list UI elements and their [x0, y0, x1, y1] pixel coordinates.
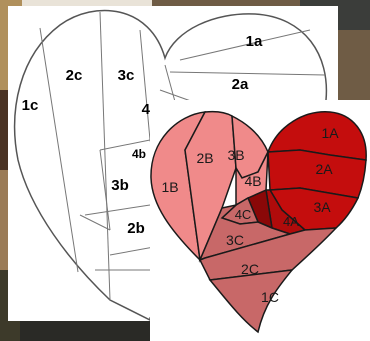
pattern-sheet-right: 1A 2A 3A 4A 1B 2B 3B 4B 4C 3C 2C 1C: [150, 100, 370, 341]
right-label-1c: 1C: [261, 289, 279, 305]
left-label-3b: 3b: [111, 177, 129, 194]
right-label-4b: 4B: [244, 173, 261, 189]
right-label-3c: 3C: [226, 232, 244, 248]
left-label-4b: 4b: [132, 147, 146, 161]
right-label-2b: 2B: [196, 150, 213, 166]
left-label-2c: 2c: [66, 67, 83, 84]
left-label-1a: 1a: [246, 33, 263, 50]
right-label-3a: 3A: [313, 199, 331, 215]
left-label-1c: 1c: [22, 97, 39, 114]
left-label-2b: 2b: [127, 220, 145, 237]
right-label-1a: 1A: [321, 125, 339, 141]
right-label-2c: 2C: [241, 261, 259, 277]
right-label-1b: 1B: [161, 179, 178, 195]
right-label-4c: 4C: [235, 207, 252, 222]
right-label-3b: 3B: [227, 147, 244, 163]
left-label-2a: 2a: [232, 76, 249, 93]
left-label-3c: 3c: [118, 67, 135, 84]
right-label-2a: 2A: [315, 161, 333, 177]
right-label-4a: 4A: [283, 214, 299, 229]
